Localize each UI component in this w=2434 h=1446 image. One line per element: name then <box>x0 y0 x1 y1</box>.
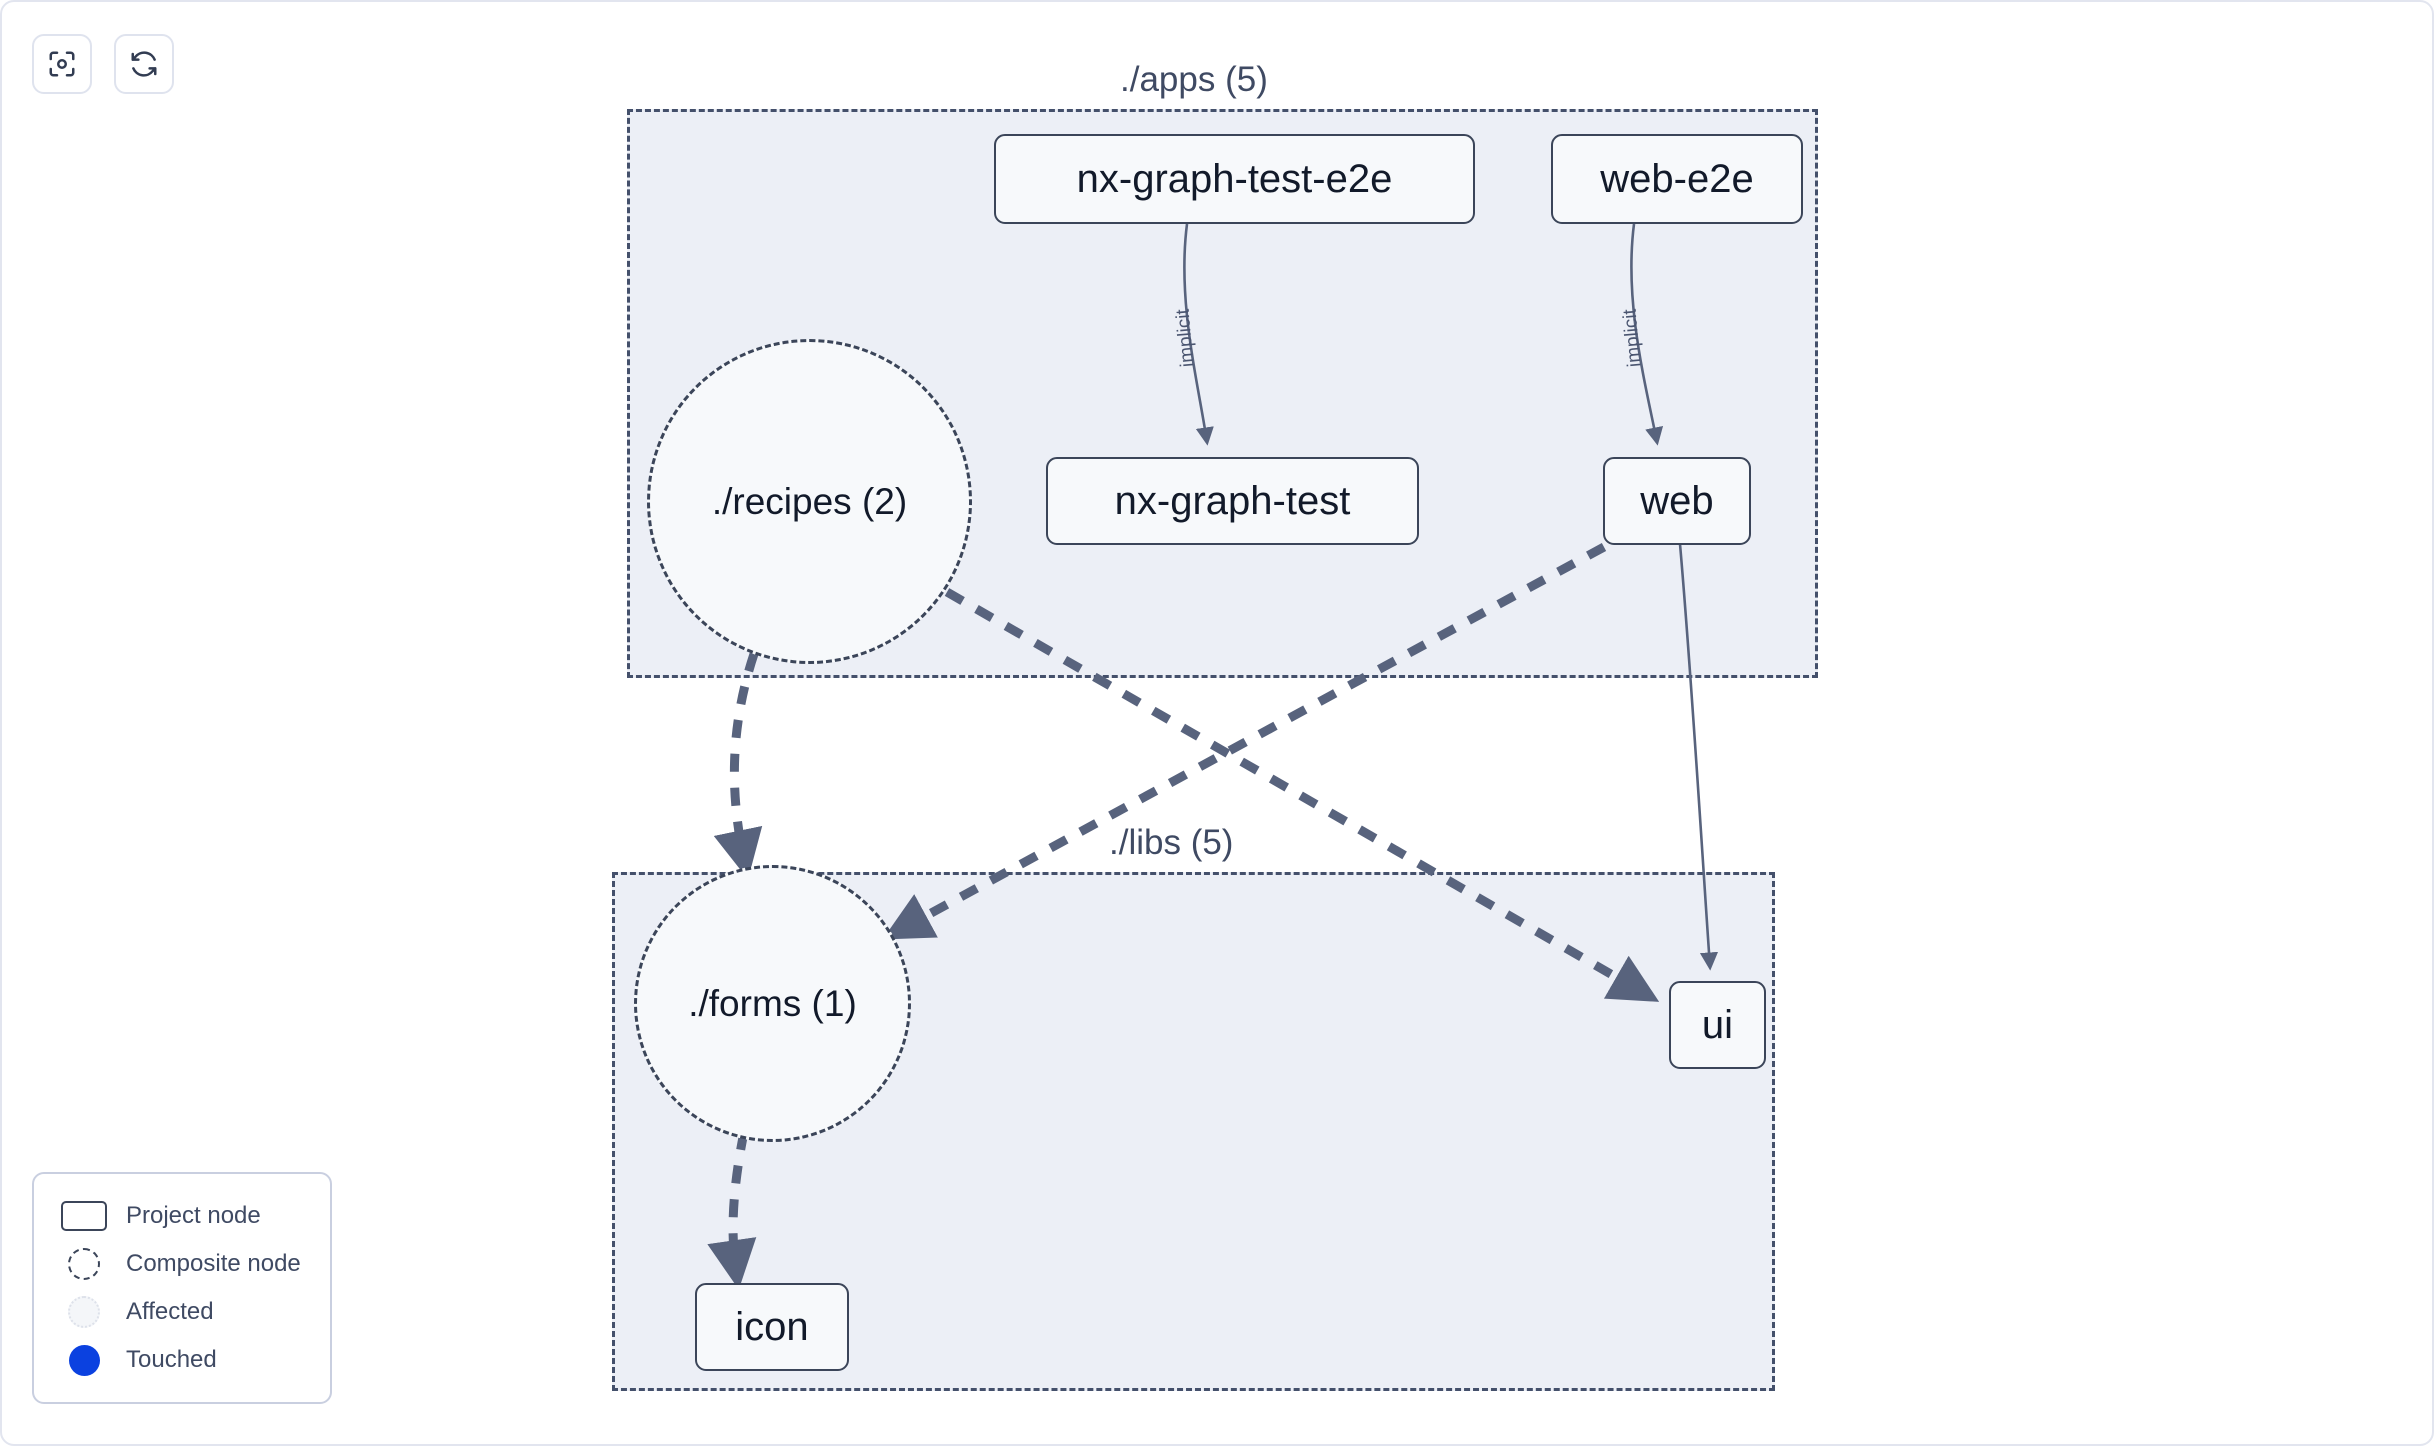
graph-toolbar <box>32 34 174 94</box>
node-label: web <box>1640 478 1714 523</box>
node-icon[interactable]: icon <box>695 1283 849 1371</box>
node-ui[interactable]: ui <box>1669 981 1766 1069</box>
legend-item-touched: Touched <box>56 1336 308 1384</box>
legend-item-affected: Affected <box>56 1288 308 1336</box>
project-node-swatch <box>56 1201 112 1231</box>
graph-legend: Project node Composite node Affected Tou… <box>32 1172 332 1404</box>
group-label-apps: ./apps (5) <box>1110 62 1278 97</box>
node-label: web-e2e <box>1600 156 1754 201</box>
legend-label: Project node <box>126 1202 261 1229</box>
refresh-icon <box>129 49 159 79</box>
node-label: icon <box>735 1304 809 1349</box>
node-label: nx-graph-test-e2e <box>1076 156 1393 201</box>
node-web[interactable]: web <box>1603 457 1751 545</box>
node-nx-graph-test-e2e[interactable]: nx-graph-test-e2e <box>994 134 1475 224</box>
legend-item-composite-node: Composite node <box>56 1240 308 1288</box>
node-recipes[interactable]: ./recipes (2) <box>647 339 972 664</box>
legend-label: Touched <box>126 1346 217 1373</box>
node-label: ./recipes (2) <box>711 480 908 522</box>
node-nx-graph-test[interactable]: nx-graph-test <box>1046 457 1419 545</box>
node-label: nx-graph-test <box>1114 478 1351 523</box>
focus-graph-button[interactable] <box>32 34 92 94</box>
legend-label: Composite node <box>126 1250 301 1277</box>
node-forms[interactable]: ./forms (1) <box>634 865 911 1142</box>
affected-node-swatch <box>56 1296 112 1328</box>
composite-node-swatch <box>56 1248 112 1280</box>
legend-item-project-node: Project node <box>56 1192 308 1240</box>
legend-label: Affected <box>126 1298 214 1325</box>
focus-icon <box>47 49 77 79</box>
node-web-e2e[interactable]: web-e2e <box>1551 134 1803 224</box>
group-label-libs: ./libs (5) <box>1099 825 1244 860</box>
touched-node-swatch <box>56 1344 112 1376</box>
node-label: ui <box>1701 1002 1734 1047</box>
node-label: ./forms (1) <box>688 982 857 1024</box>
refresh-graph-button[interactable] <box>114 34 174 94</box>
